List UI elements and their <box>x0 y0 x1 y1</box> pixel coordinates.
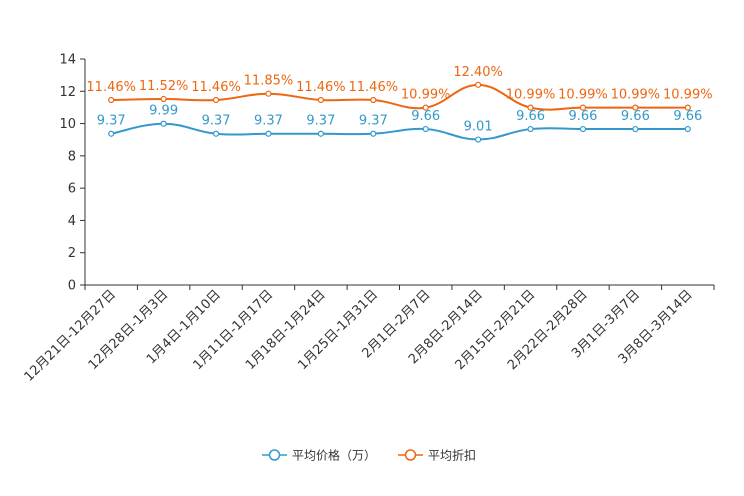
data-point[interactable] <box>632 125 639 133</box>
data-label: 9.01 <box>464 120 493 135</box>
data-point[interactable] <box>108 130 115 137</box>
data-label: 11.46% <box>86 80 136 95</box>
data-point[interactable] <box>265 130 272 137</box>
data-point[interactable] <box>475 81 482 88</box>
data-label: 9.37 <box>306 114 335 129</box>
y-tick-label: 8 <box>68 149 76 164</box>
y-tick-label: 6 <box>68 182 76 197</box>
data-label: 9.66 <box>411 109 440 124</box>
data-point[interactable] <box>370 130 377 137</box>
legend-item-0[interactable]: 平均价格（万） <box>262 448 376 463</box>
y-tick-label: 2 <box>68 246 76 261</box>
series-0: 9.37 9.99 9.37 9.37 9.37 9.37 9.66 9.01 9.66 9.66… <box>97 104 702 143</box>
data-label: 9.66 <box>621 109 650 124</box>
data-point[interactable] <box>527 104 534 111</box>
data-label: 9.99 <box>149 104 178 119</box>
y-tick-label: 12 <box>59 85 76 100</box>
legend-marker <box>404 449 417 461</box>
data-point[interactable] <box>317 130 324 137</box>
data-point[interactable] <box>579 125 587 133</box>
data-label: 11.46% <box>349 80 399 95</box>
y-tick-label: 4 <box>68 214 76 229</box>
data-point[interactable] <box>579 104 587 111</box>
data-label: 12.40% <box>453 65 503 80</box>
data-point[interactable] <box>422 104 429 111</box>
data-label: 9.37 <box>202 114 231 129</box>
data-label: 9.66 <box>673 109 702 124</box>
data-label: 10.99% <box>611 88 661 103</box>
series-line <box>111 83 688 111</box>
data-label: 9.37 <box>359 114 388 129</box>
data-point[interactable] <box>370 96 377 104</box>
data-point[interactable] <box>160 120 167 127</box>
data-label: 9.66 <box>568 109 597 124</box>
data-point[interactable] <box>160 95 167 103</box>
data-point[interactable] <box>212 96 220 104</box>
data-label: 11.46% <box>191 80 241 95</box>
data-point[interactable] <box>108 96 115 104</box>
data-label: 9.37 <box>97 114 126 129</box>
series-1: 11.46%11.52%11.46%11.85%11.46%11.46%10.9… <box>86 65 713 111</box>
data-point[interactable] <box>265 90 272 97</box>
data-point[interactable] <box>212 130 220 137</box>
data-point[interactable] <box>527 125 534 133</box>
series-line <box>111 122 688 141</box>
data-label: 11.85% <box>244 74 294 89</box>
data-label: 11.52% <box>139 79 189 94</box>
data-label: 9.66 <box>516 109 545 124</box>
data-label: 9.37 <box>254 114 283 129</box>
data-label: 11.46% <box>296 80 346 95</box>
data-point[interactable] <box>684 104 691 111</box>
data-label: 10.99% <box>401 88 451 103</box>
series-layer: 9.37 9.99 9.37 9.37 9.37 9.37 9.66 9.01 9.66 9.66… <box>86 65 713 143</box>
data-point[interactable] <box>684 125 691 133</box>
data-label: 10.99% <box>506 88 556 103</box>
y-tick-label: 14 <box>59 53 76 68</box>
y-tick-label: 0 <box>68 279 76 294</box>
legend-marker <box>268 449 281 461</box>
data-point[interactable] <box>317 96 324 104</box>
legend-label: 平均价格（万） <box>292 448 376 463</box>
legend-label: 平均折扣 <box>428 448 476 463</box>
x-tick-label: 12月21日-12月27日 <box>22 287 119 384</box>
legend-item-1[interactable]: 平均折扣 <box>398 448 476 463</box>
data-label: 10.99% <box>663 88 713 103</box>
y-tick-label: 10 <box>59 117 76 132</box>
data-label: 10.99% <box>558 88 608 103</box>
data-point[interactable] <box>475 136 482 143</box>
data-point[interactable] <box>422 125 429 133</box>
legend: 平均价格（万） 平均折扣 <box>262 448 476 463</box>
data-point[interactable] <box>632 104 639 111</box>
